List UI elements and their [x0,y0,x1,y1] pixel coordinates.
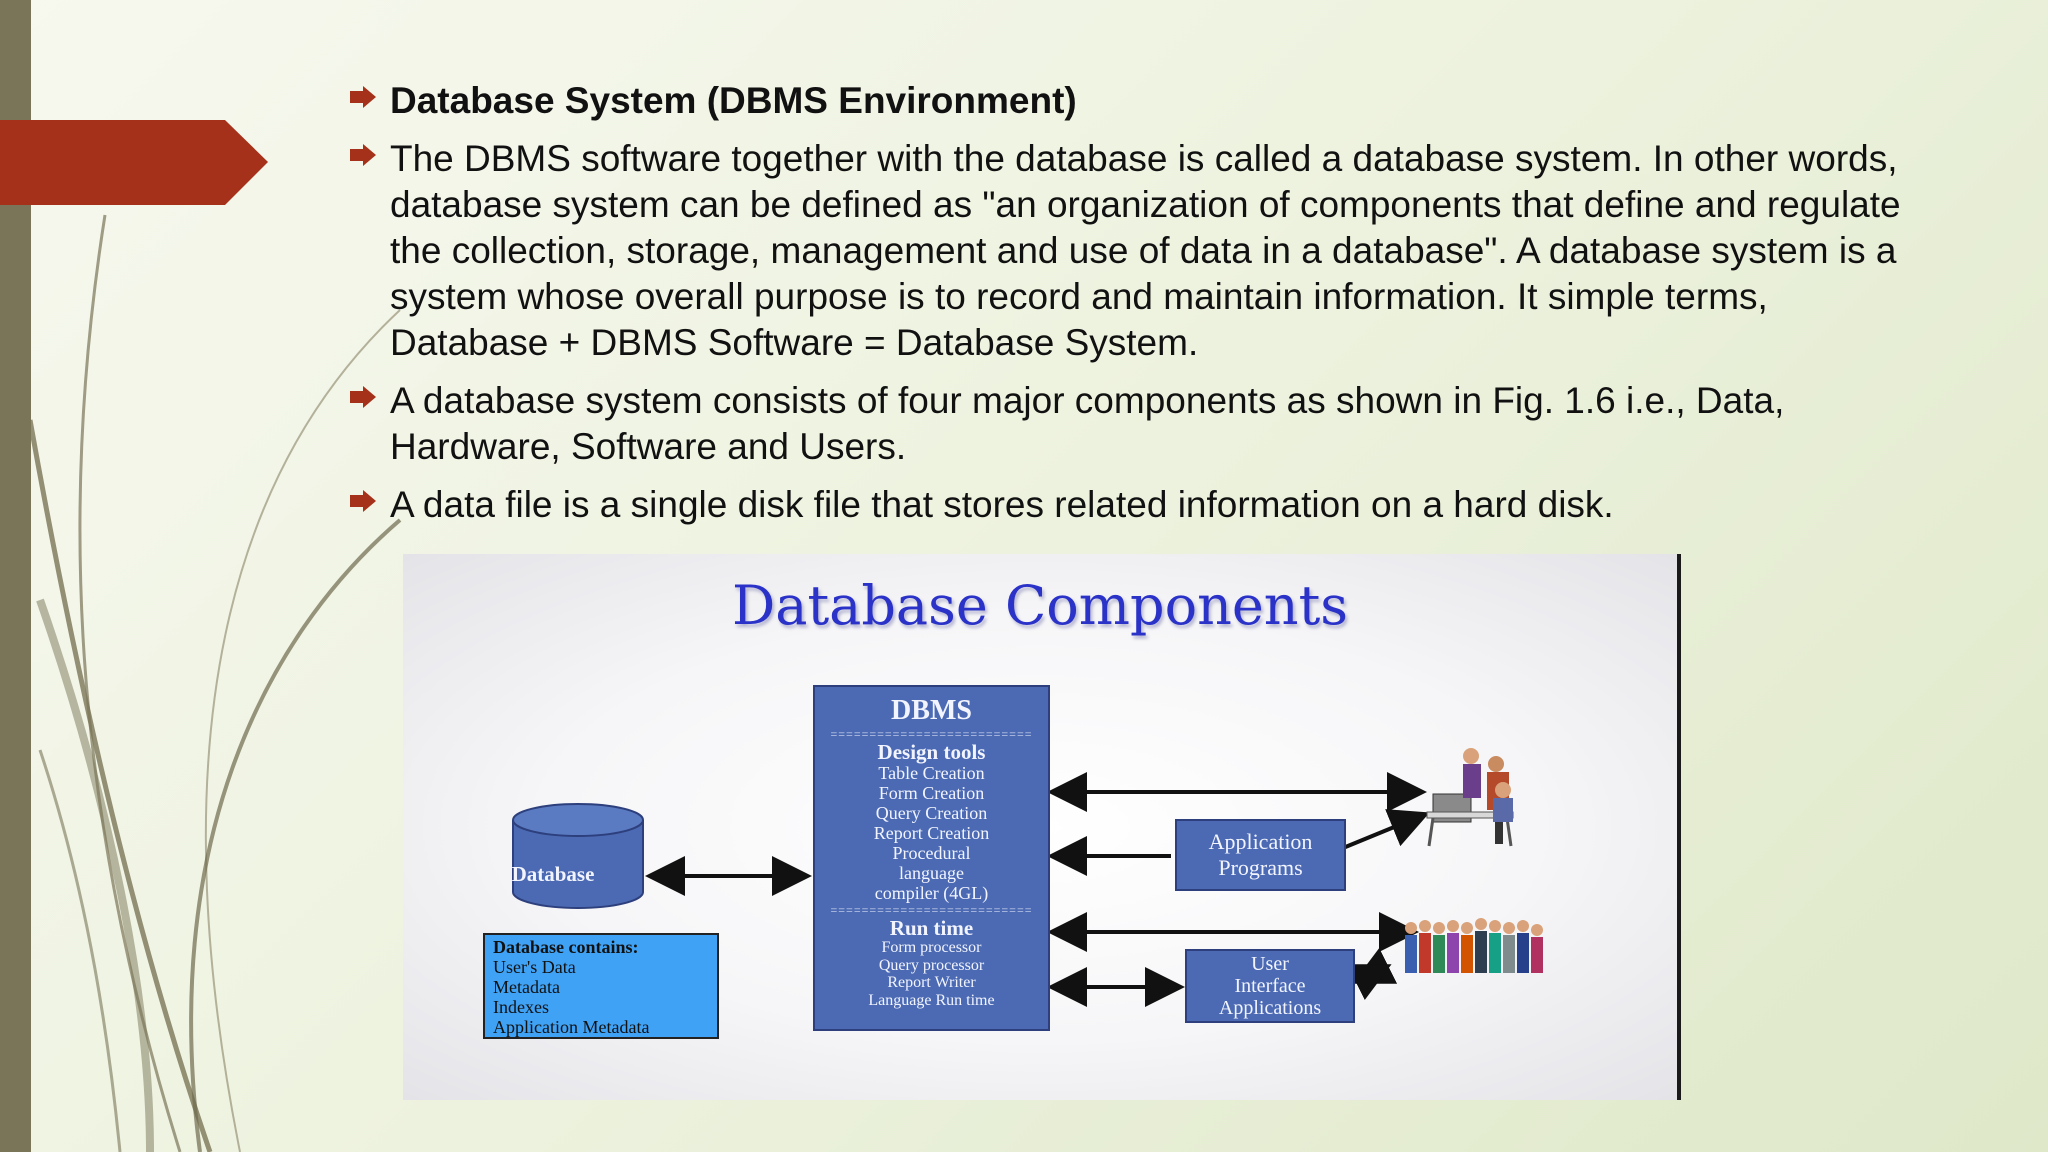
divider: ========================== [830,905,1033,915]
contains-item: Application Metadata [493,1017,650,1037]
run-time-title: Run time [889,916,974,940]
design-tool-item: Form Creation [878,783,985,803]
divider: ========================== [830,729,1033,739]
user-interface-line: Interface [1234,975,1306,997]
user-group-icon [1405,918,1543,973]
computer-workers-icon [1426,748,1514,847]
run-time-item: Report Writer [887,974,976,991]
bullet-item: Database System (DBMS Environment) [350,78,1910,124]
contains-item: User's Data [493,957,576,977]
design-tool-item: compiler (4GL) [874,883,989,903]
arrow-bullet-icon [350,482,390,517]
database-contains-box: Database contains: User's Data Metadata … [483,933,719,1039]
arrow-bullet-icon [350,136,390,171]
design-tool-item: Report Creation [873,823,990,843]
design-tool-item: language [899,863,964,883]
design-tools-title: Design tools [877,740,986,764]
app-programs-line: Application [1208,829,1313,854]
bullet-item: A database system consists of four major… [350,378,1910,470]
user-interface-line: Applications [1218,997,1322,1019]
diagram-graphics [512,748,1543,1007]
bullet-text: A data file is a single disk file that s… [390,484,1614,525]
bullet-text: The DBMS software together with the data… [390,138,1901,363]
figure-title: Database Components [731,574,1349,637]
run-time-item: Query processor [878,956,985,974]
run-time-item: Form processor [881,939,982,956]
contains-item: Indexes [493,997,549,1017]
arrow-bullet-icon [350,78,390,113]
database-label: Database [511,862,595,886]
bullet-item: A data file is a single disk file that s… [350,482,1910,528]
design-tool-item: Query Creation [875,803,988,823]
contains-title: Database contains: [493,937,639,957]
decorative-curves [27,214,402,1152]
bullet-text: A database system consists of four major… [390,380,1785,467]
user-interface-line: User [1251,953,1289,975]
slide-content: Database System (DBMS Environment) The D… [350,78,1910,540]
database-components-figure: Database Components [403,554,1681,1100]
run-time-item: Language Run time [868,991,995,1009]
contains-item: Metadata [493,977,560,997]
bullet-heading: Database System (DBMS Environment) [390,80,1077,121]
dbms-heading: DBMS [891,695,972,726]
database-cylinder-icon [512,803,644,909]
application-programs-box: Application Programs [1175,819,1346,891]
app-programs-line: Programs [1218,855,1303,880]
user-interface-box: User Interface Applications [1185,949,1355,1023]
accent-arrow-shape [0,120,268,205]
dbms-box: DBMS ========================== Design t… [813,685,1050,1031]
design-tool-item: Procedural [892,843,971,863]
arrow-bullet-icon [350,378,390,413]
bullet-item: The DBMS software together with the data… [350,136,1910,366]
design-tool-item: Table Creation [878,763,985,783]
